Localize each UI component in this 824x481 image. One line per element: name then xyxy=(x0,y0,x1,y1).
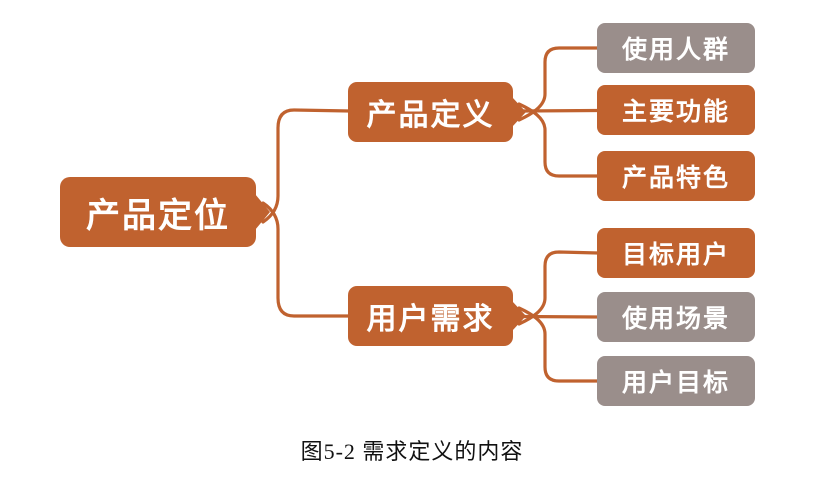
leaf-node-main-functions: 主要功能 xyxy=(597,85,755,135)
root-node-product-positioning: 产品定位 xyxy=(60,177,270,247)
connector-root-to-product-definition xyxy=(261,108,352,224)
figure-caption: 图5-2 需求定义的内容 xyxy=(300,439,524,464)
connector-needs-to-target-users xyxy=(517,250,600,326)
leaf-node-usage-scenarios: 使用场景 xyxy=(597,292,755,342)
connector-needs-to-usage-scenarios xyxy=(518,314,600,319)
connector-definition-to-main-functions xyxy=(518,108,600,113)
node-label: 主要功能 xyxy=(621,98,730,126)
branch-node-product-definition: 产品定义 xyxy=(348,82,526,142)
node-label: 产品特色 xyxy=(621,164,730,192)
node-label: 使用场景 xyxy=(621,305,730,333)
connector-needs-to-user-goals xyxy=(517,306,600,383)
arrow-tip-icon xyxy=(512,301,526,331)
arrow-tip-icon xyxy=(255,194,270,230)
node-label: 用户需求 xyxy=(366,303,495,336)
leaf-node-target-users: 目标用户 xyxy=(597,228,755,278)
node-label: 产品定位 xyxy=(86,196,230,235)
node-label: 目标用户 xyxy=(621,241,730,269)
arrow-tip-icon xyxy=(512,97,526,127)
leaf-node-user-group: 使用人群 xyxy=(597,23,755,73)
leaf-node-user-goals: 用户目标 xyxy=(597,356,755,406)
node-label: 产品定义 xyxy=(366,99,495,132)
connector-definition-to-product-features xyxy=(517,102,600,178)
connector-root-to-user-needs xyxy=(261,201,352,318)
node-label: 使用人群 xyxy=(621,36,730,64)
node-label: 用户目标 xyxy=(621,369,730,397)
leaf-node-product-features: 产品特色 xyxy=(597,151,755,201)
branch-node-user-needs: 用户需求 xyxy=(348,286,526,346)
connector-definition-to-user-group xyxy=(517,46,600,122)
